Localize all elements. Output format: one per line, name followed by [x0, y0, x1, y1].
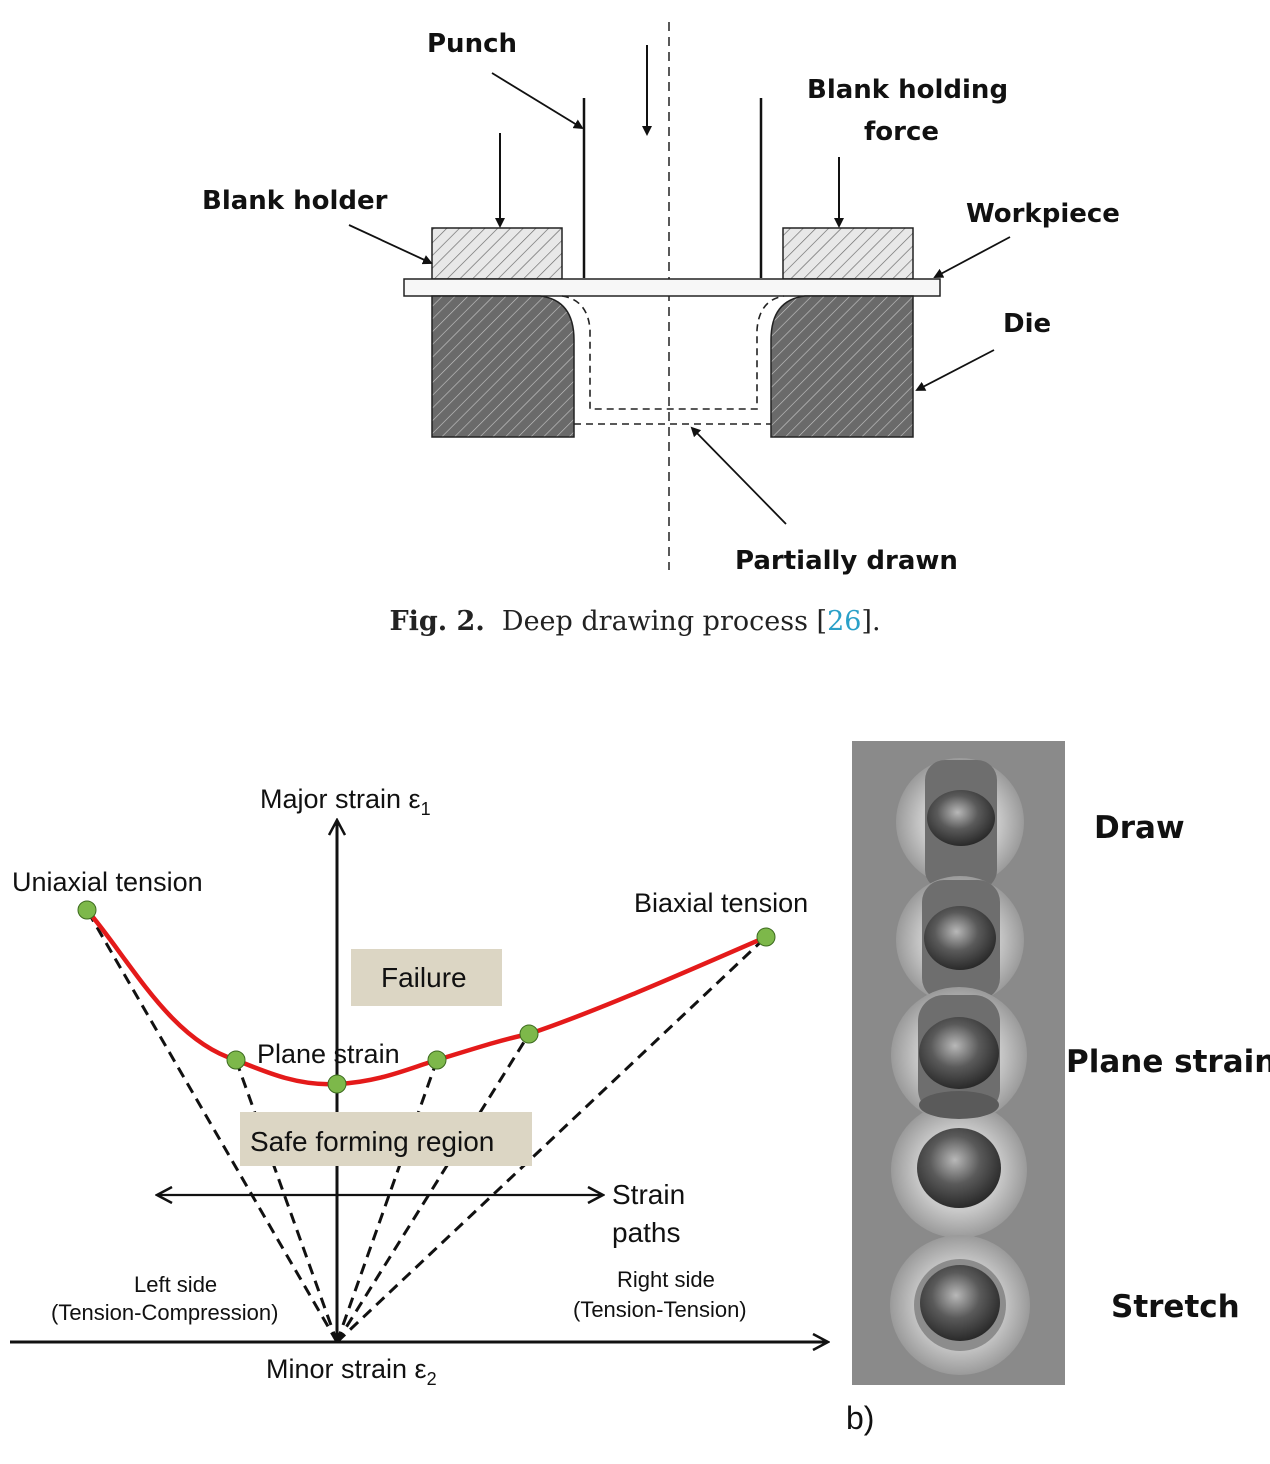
path-left-mid [234, 1059, 339, 1343]
plane-strain-label: Plane strain [257, 1039, 400, 1069]
caption-suffix: ]. [861, 606, 881, 637]
strain-paths-label-2: paths [612, 1217, 681, 1248]
left-side-label-2: (Tension-Compression) [51, 1300, 278, 1325]
partially-drawn-leader [690, 426, 787, 525]
right-side-label-1: Right side [617, 1267, 715, 1292]
point-biaxial [756, 927, 776, 947]
failure-label: Failure [381, 962, 467, 993]
path-right-mid2 [335, 1033, 531, 1343]
punch-leader [491, 72, 584, 130]
path-right-mid [335, 1059, 439, 1343]
minor-strain-label: Minor strain ε2 [266, 1354, 437, 1389]
safe-region-label: Safe forming region [250, 1126, 494, 1157]
caption-reference-link[interactable]: 26 [827, 606, 862, 637]
die-left [431, 295, 575, 438]
blank-holding-force-label-2: force [864, 117, 939, 147]
die-leader [915, 349, 995, 391]
specimen-plane-strain [891, 987, 1027, 1123]
forming-limit-curve [85, 908, 767, 1087]
strain-paths-label-1: Strain [612, 1179, 685, 1210]
plane-strain-photo-label: Plane strain [1066, 1044, 1270, 1080]
forming-limit-diagram: Major strain ε1 Uniaxial tension Biaxial… [10, 784, 828, 1389]
point-uniaxial [77, 900, 97, 920]
panel-label-b: b) [846, 1400, 875, 1436]
blank-holder-left [431, 227, 563, 280]
blank-holder-right [782, 227, 914, 280]
path-uniaxial [85, 909, 339, 1343]
partially-drawn-cup [561, 295, 785, 410]
specimen-4 [891, 1091, 1027, 1238]
blank-holding-force-label-1: Blank holding [807, 75, 1008, 105]
specimen-photo: Draw Plane strain Stretch [852, 741, 1270, 1385]
failure-box [351, 949, 502, 1006]
blank-holder-label: Blank holder [202, 186, 388, 216]
safe-region-box [240, 1112, 532, 1166]
deep-drawing-diagram: Punch Blank holding force Blank holder W… [202, 22, 1120, 576]
stretch-label: Stretch [1111, 1289, 1240, 1325]
blank-holder-leader [348, 224, 433, 265]
uniaxial-label: Uniaxial tension [12, 867, 203, 897]
point-left-mid [226, 1050, 246, 1070]
workpiece-label: Workpiece [966, 199, 1120, 229]
draw-label: Draw [1094, 810, 1185, 846]
workpiece-leader [933, 236, 1011, 278]
biaxial-label: Biaxial tension [634, 888, 808, 918]
right-side-label-2: (Tension-Tension) [573, 1297, 747, 1322]
left-side-label-1: Left side [134, 1272, 217, 1297]
specimen-2 [896, 876, 1024, 1004]
specimen-stretch [890, 1235, 1030, 1375]
partially-drawn-label: Partially drawn [735, 546, 958, 576]
specimen-draw [896, 758, 1024, 890]
flc-points [77, 900, 776, 1094]
die-label: Die [1003, 309, 1051, 339]
workpiece-blank [403, 278, 941, 297]
caption-prefix: Fig. 2. [389, 606, 485, 637]
path-biaxial [335, 935, 768, 1344]
figure-caption: Fig. 2. Deep drawing process [26]. [0, 606, 1270, 637]
point-plane-strain [327, 1074, 347, 1094]
caption-text: Deep drawing process [ [501, 606, 828, 637]
punch-label: Punch [427, 29, 517, 59]
point-right-mid [427, 1050, 447, 1070]
major-strain-label: Major strain ε1 [260, 784, 431, 819]
point-right-mid2 [519, 1024, 539, 1044]
strain-path-lines [85, 909, 768, 1344]
die-right [770, 295, 914, 438]
